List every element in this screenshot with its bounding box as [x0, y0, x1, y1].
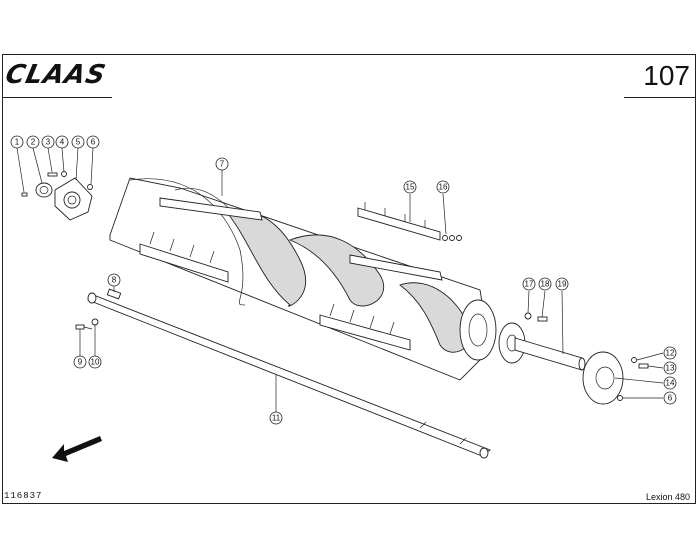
svg-text:7: 7	[220, 160, 225, 169]
svg-text:12: 12	[666, 349, 675, 358]
callout-5: 5	[71, 135, 85, 149]
callout-9: 9	[73, 355, 87, 369]
callout-3: 3	[41, 135, 55, 149]
callout-6-right: 6	[663, 391, 677, 405]
svg-text:16: 16	[439, 183, 448, 192]
svg-text:3: 3	[46, 138, 51, 147]
header-divider-right	[624, 97, 696, 98]
svg-text:19: 19	[558, 280, 567, 289]
callout-12: 12	[663, 346, 677, 360]
arrow-icon	[52, 436, 102, 462]
svg-text:6: 6	[91, 138, 96, 147]
callout-19: 19	[555, 277, 569, 291]
callout-18: 18	[538, 277, 552, 291]
callout-11: 11	[269, 411, 283, 425]
key	[106, 288, 122, 300]
svg-text:4: 4	[60, 138, 65, 147]
callout-15: 15	[403, 180, 417, 194]
svg-text:15: 15	[406, 183, 415, 192]
callout-4: 4	[55, 135, 69, 149]
header-divider-left	[2, 97, 112, 98]
callout-17: 17	[522, 277, 536, 291]
callout-8: 8	[107, 273, 121, 287]
svg-text:5: 5	[76, 138, 81, 147]
drawing-number: 116837	[4, 491, 43, 501]
auger-drum	[109, 177, 497, 381]
svg-text:2: 2	[31, 138, 36, 147]
svg-text:10: 10	[91, 358, 100, 367]
stub-shaft-assembly	[498, 312, 649, 405]
svg-text:1: 1	[15, 138, 20, 147]
callout-10: 10	[88, 355, 102, 369]
svg-text:14: 14	[666, 379, 675, 388]
svg-text:8: 8	[112, 276, 117, 285]
svg-text:6: 6	[668, 394, 673, 403]
callout-7: 7	[215, 157, 229, 171]
callout-13: 13	[663, 361, 677, 375]
svg-text:17: 17	[525, 280, 534, 289]
bearing-housing-left	[21, 171, 93, 221]
diagram-frame	[2, 54, 696, 504]
retaining-bracket	[357, 202, 462, 241]
svg-text:11: 11	[272, 414, 281, 423]
svg-text:18: 18	[541, 280, 550, 289]
shaft	[86, 292, 491, 459]
callout-2: 2	[26, 135, 40, 149]
callout-16: 16	[436, 180, 450, 194]
model-name: Lexion 480	[645, 492, 690, 502]
callout-14: 14	[663, 376, 677, 390]
callout-6-left: 6	[86, 135, 100, 149]
svg-text:13: 13	[666, 364, 675, 373]
page-number: 107	[643, 60, 690, 91]
svg-text:9: 9	[78, 358, 83, 367]
callout-leaders	[16, 147, 664, 412]
callout-1: 1	[10, 135, 24, 149]
